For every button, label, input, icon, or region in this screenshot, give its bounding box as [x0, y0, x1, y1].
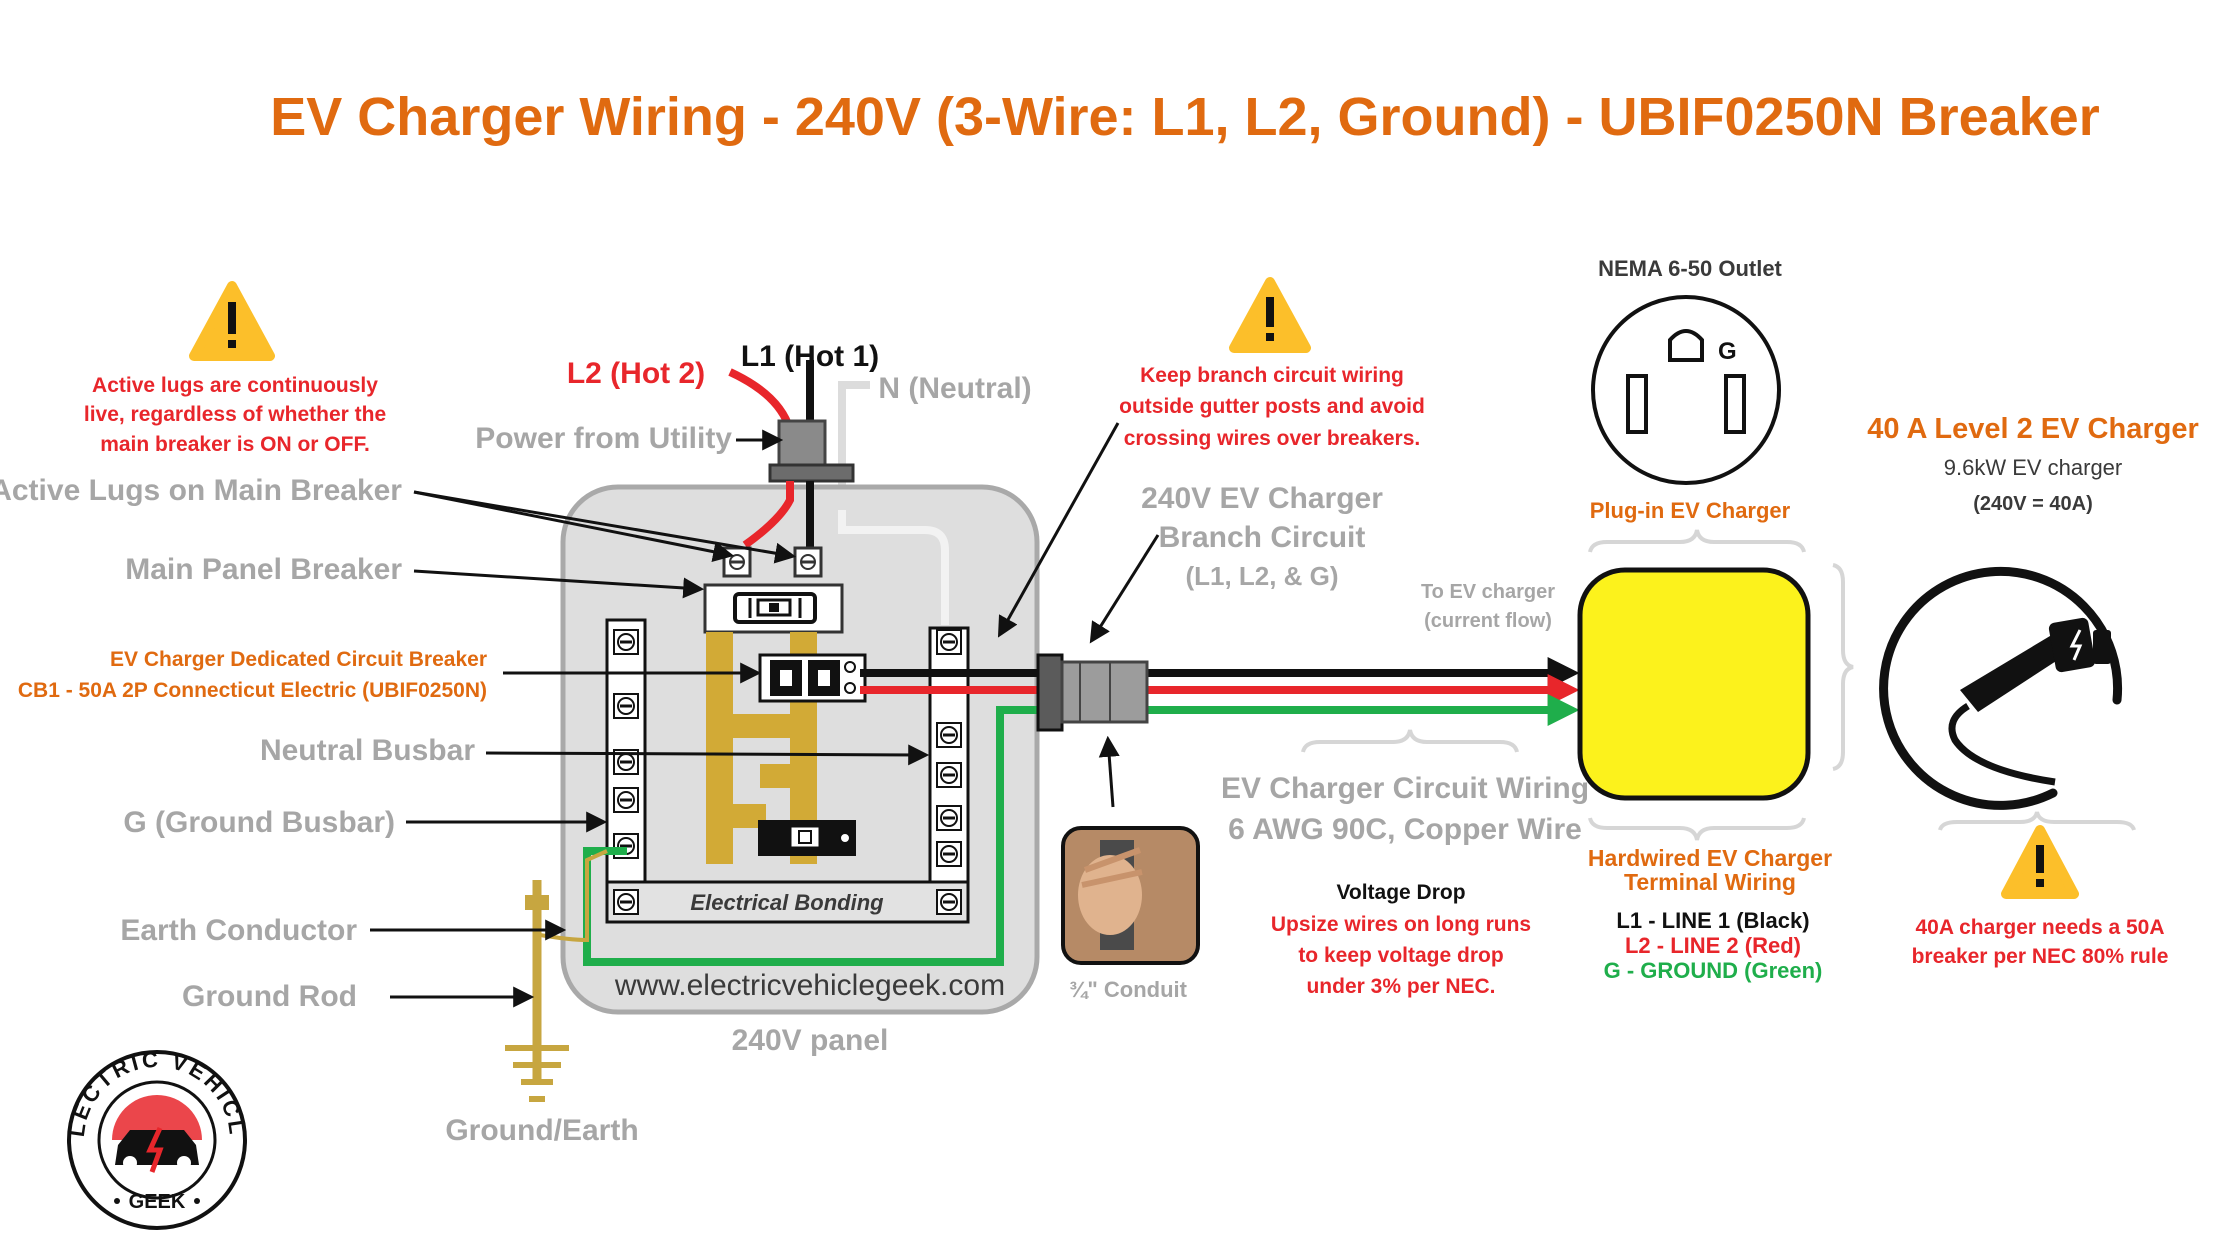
warning-text-left: Active lugs are continuously live, regar… — [84, 374, 386, 456]
svg-text:Terminal Wiring: Terminal Wiring — [1624, 869, 1796, 895]
svg-text:40A charger needs a 50A: 40A charger needs a 50A — [1915, 916, 2164, 939]
svg-text:breaker per NEC 80% rule: breaker per NEC 80% rule — [1912, 945, 2169, 968]
label-nema: NEMA 6-50 Outlet — [1598, 256, 1782, 281]
ground-wire-panel — [583, 706, 1060, 966]
svg-text:6 AWG 90C, Copper Wire: 6 AWG 90C, Copper Wire — [1228, 813, 1582, 846]
bonding-screw — [613, 889, 639, 915]
ground-busbar-screw — [613, 693, 639, 719]
label-earth-conductor: Earth Conductor — [120, 914, 357, 947]
svg-text:EV Charger Circuit Wiring: EV Charger Circuit Wiring — [1221, 772, 1589, 805]
bonding-screw — [936, 889, 962, 915]
label-hardwired: Hardwired EV Charger Terminal Wiring — [1588, 845, 1832, 895]
utility-entry-connector — [768, 419, 855, 483]
label-ev-breaker-line2: CB1 - 50A 2P Connecticut Electric (UBIF0… — [18, 679, 487, 702]
website-text: www.electricvehiclegeek.com — [614, 969, 1005, 1002]
terminal-l2: L2 - LINE 2 (Red) — [1625, 933, 1801, 958]
terminal-l1: L1 - LINE 1 (Black) — [1616, 908, 1809, 933]
svg-text:under 3% per NEC.: under 3% per NEC. — [1306, 975, 1495, 998]
label-neutral: N (Neutral) — [878, 372, 1031, 405]
label-active-lugs: Active Lugs on Main Breaker — [0, 474, 402, 507]
brace-bottom — [1588, 817, 1806, 841]
charger-title: 40 A Level 2 EV Charger — [1867, 413, 2199, 445]
neutral-busbar-screw — [936, 629, 962, 655]
label-l2: L2 (Hot 2) — [567, 357, 705, 390]
warning-text-center: Keep branch circuit wiring outside gutte… — [1119, 364, 1425, 450]
svg-text:(L1, L2, & G): (L1, L2, & G) — [1185, 561, 1338, 591]
conduit-photo — [1061, 826, 1200, 965]
label-ground-rod: Ground Rod — [182, 980, 357, 1013]
label-conduit: ¾" Conduit — [1069, 977, 1188, 1002]
warning-text-right: 40A charger needs a 50A breaker per NEC … — [1912, 916, 2169, 968]
svg-text:Active lugs are continuously: Active lugs are continuously — [92, 374, 378, 397]
brace-circuit-wiring — [1301, 729, 1519, 753]
svg-text:Hardwired EV Charger: Hardwired EV Charger — [1588, 845, 1832, 871]
warning-icon-center — [1229, 277, 1311, 353]
svg-text:Branch Circuit: Branch Circuit — [1159, 521, 1366, 554]
diagram-title: EV Charger Wiring - 240V (3-Wire: L1, L2… — [270, 87, 2099, 147]
voltage-drop-note: Voltage Drop Upsize wires on long runs t… — [1271, 881, 1531, 998]
svg-text:to keep voltage drop: to keep voltage drop — [1298, 944, 1503, 967]
svg-text:G: G — [1718, 338, 1737, 365]
electrical-bonding-bar: Electrical Bonding — [605, 880, 970, 924]
label-ground-earth: Ground/Earth — [445, 1114, 638, 1147]
svg-text:Keep branch circuit wiring: Keep branch circuit wiring — [1140, 364, 1404, 387]
label-power-from-utility: Power from Utility — [475, 422, 732, 455]
ev-charger-plug-icon — [1879, 566, 2123, 810]
svg-text:(current flow): (current flow) — [1424, 610, 1552, 632]
label-circuit-wiring: EV Charger Circuit Wiring 6 AWG 90C, Cop… — [1221, 772, 1589, 846]
brace-top — [1588, 529, 1806, 553]
neutral-busbar-screw — [936, 805, 962, 831]
warning-icon-left — [189, 281, 275, 361]
terminal-g: G - GROUND (Green) — [1604, 958, 1823, 983]
svg-text:Voltage Drop: Voltage Drop — [1336, 881, 1465, 904]
neutral-busbar-screw — [936, 722, 962, 748]
charger-sub2: (240V = 40A) — [1973, 493, 2093, 515]
branch-breaker-lower — [758, 820, 856, 856]
label-panel: 240V panel — [732, 1024, 889, 1057]
ground-rod — [505, 880, 569, 1102]
label-plug-in: Plug-in EV Charger — [1590, 498, 1791, 523]
svg-text:crossing wires over breakers.: crossing wires over breakers. — [1124, 427, 1421, 450]
svg-text:main breaker is ON or OFF.: main breaker is ON or OFF. — [100, 433, 370, 456]
charger-sub1: 9.6kW EV charger — [1944, 455, 2123, 480]
label-l1: L1 (Hot 1) — [741, 340, 879, 373]
neutral-busbar — [928, 626, 970, 897]
hardwired-terminal-box — [1577, 567, 1811, 801]
conduit — [1036, 653, 1149, 732]
neutral-busbar-screw — [936, 762, 962, 788]
brace-charger-bottom — [1938, 811, 2136, 831]
label-ground-busbar: G (Ground Busbar) — [123, 806, 395, 839]
brace-right — [1832, 563, 1854, 771]
svg-text:To EV charger: To EV charger — [1421, 581, 1555, 603]
ev-dedicated-breaker — [758, 653, 867, 703]
svg-text:Upsize wires on long runs: Upsize wires on long runs — [1271, 913, 1531, 936]
svg-text:Electrical Bonding: Electrical Bonding — [690, 890, 884, 915]
label-main-panel-breaker: Main Panel Breaker — [125, 553, 402, 586]
svg-text:240V EV Charger: 240V EV Charger — [1141, 482, 1383, 515]
svg-text:outside gutter posts and avoid: outside gutter posts and avoid — [1119, 395, 1425, 418]
label-neutral-busbar: Neutral Busbar — [260, 734, 475, 767]
nema-outlet-icon: G — [1591, 295, 1781, 485]
label-to-ev-charger: To EV charger (current flow) — [1421, 581, 1555, 632]
ground-busbar-screw — [613, 629, 639, 655]
label-ev-breaker-line1: EV Charger Dedicated Circuit Breaker — [110, 648, 487, 671]
label-branch-circuit: 240V EV Charger Branch Circuit (L1, L2, … — [1141, 482, 1383, 591]
neutral-busbar-screw — [936, 841, 962, 867]
svg-text:GEEK: GEEK — [129, 1191, 186, 1213]
svg-text:live, regardless of whether th: live, regardless of whether the — [84, 403, 386, 426]
warning-icon-right — [2001, 825, 2079, 899]
ev-geek-logo: ELECTRIC VEHICLE GEEK — [0, 0, 247, 1230]
main-panel-breaker — [703, 583, 844, 634]
ground-busbar-screw — [613, 787, 639, 813]
